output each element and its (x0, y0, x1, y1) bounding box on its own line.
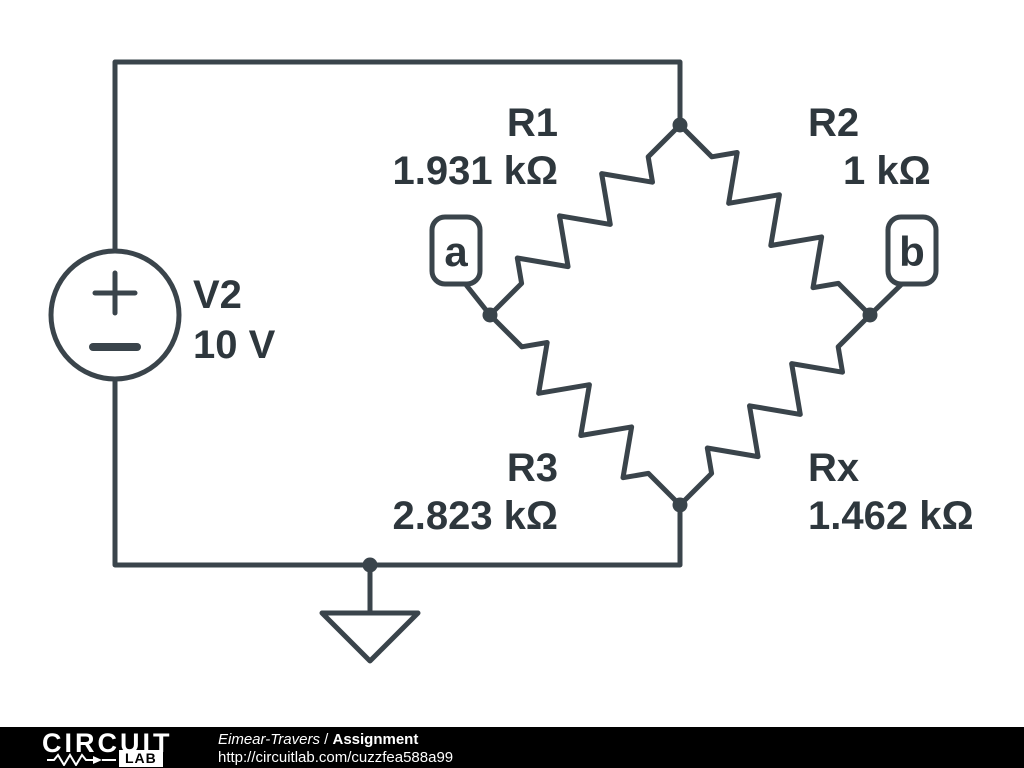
attribution-divider: / (319, 731, 333, 748)
r1-ref: R1 (507, 101, 558, 145)
wire-top-loop (112, 59, 683, 254)
v2-ref: V2 (193, 273, 242, 317)
terminal-a: a (429, 214, 493, 318)
voltage-source-v2 (48, 248, 182, 382)
logo-resistor-icon (47, 753, 116, 766)
terminal-a-label: a (444, 228, 468, 275)
resistor-r2 (677, 122, 873, 318)
resistor-r1 (487, 122, 683, 318)
rx-ref: Rx (808, 446, 859, 490)
v2-value: 10 V (193, 323, 276, 367)
resistor-rx (677, 312, 873, 508)
r3-value: 2.823 kΩ (392, 494, 558, 538)
node-top (672, 117, 688, 133)
footer-bar: CIRCUIT LAB Eimear-Travers / Assignment … (0, 727, 1024, 768)
resistor-r3 (487, 312, 683, 508)
node-ground-junction (362, 557, 378, 573)
logo-text-lab: LAB (119, 750, 163, 767)
terminal-b-label: b (899, 228, 925, 275)
attribution-line: Eimear-Travers / Assignment (218, 731, 418, 748)
terminal-b: b (867, 214, 939, 318)
share-url[interactable]: http://circuitlab.com/cuzzfea588a99 (218, 749, 454, 766)
r3-ref: R3 (507, 446, 558, 490)
node-bottom (672, 497, 688, 513)
r1-value: 1.931 kΩ (392, 149, 558, 193)
ground-symbol (319, 562, 421, 664)
r2-ref: R2 (808, 101, 859, 145)
author-name: Eimear-Travers (218, 731, 320, 748)
circuit-schematic: a b V2 10 V R1 1.931 kΩ R2 1 kΩ R3 2.823… (48, 59, 974, 664)
wire-bottom-loop (112, 376, 683, 568)
rx-value: 1.462 kΩ (808, 494, 974, 538)
document-title: Assignment (332, 731, 419, 748)
r2-value: 1 kΩ (843, 149, 931, 193)
